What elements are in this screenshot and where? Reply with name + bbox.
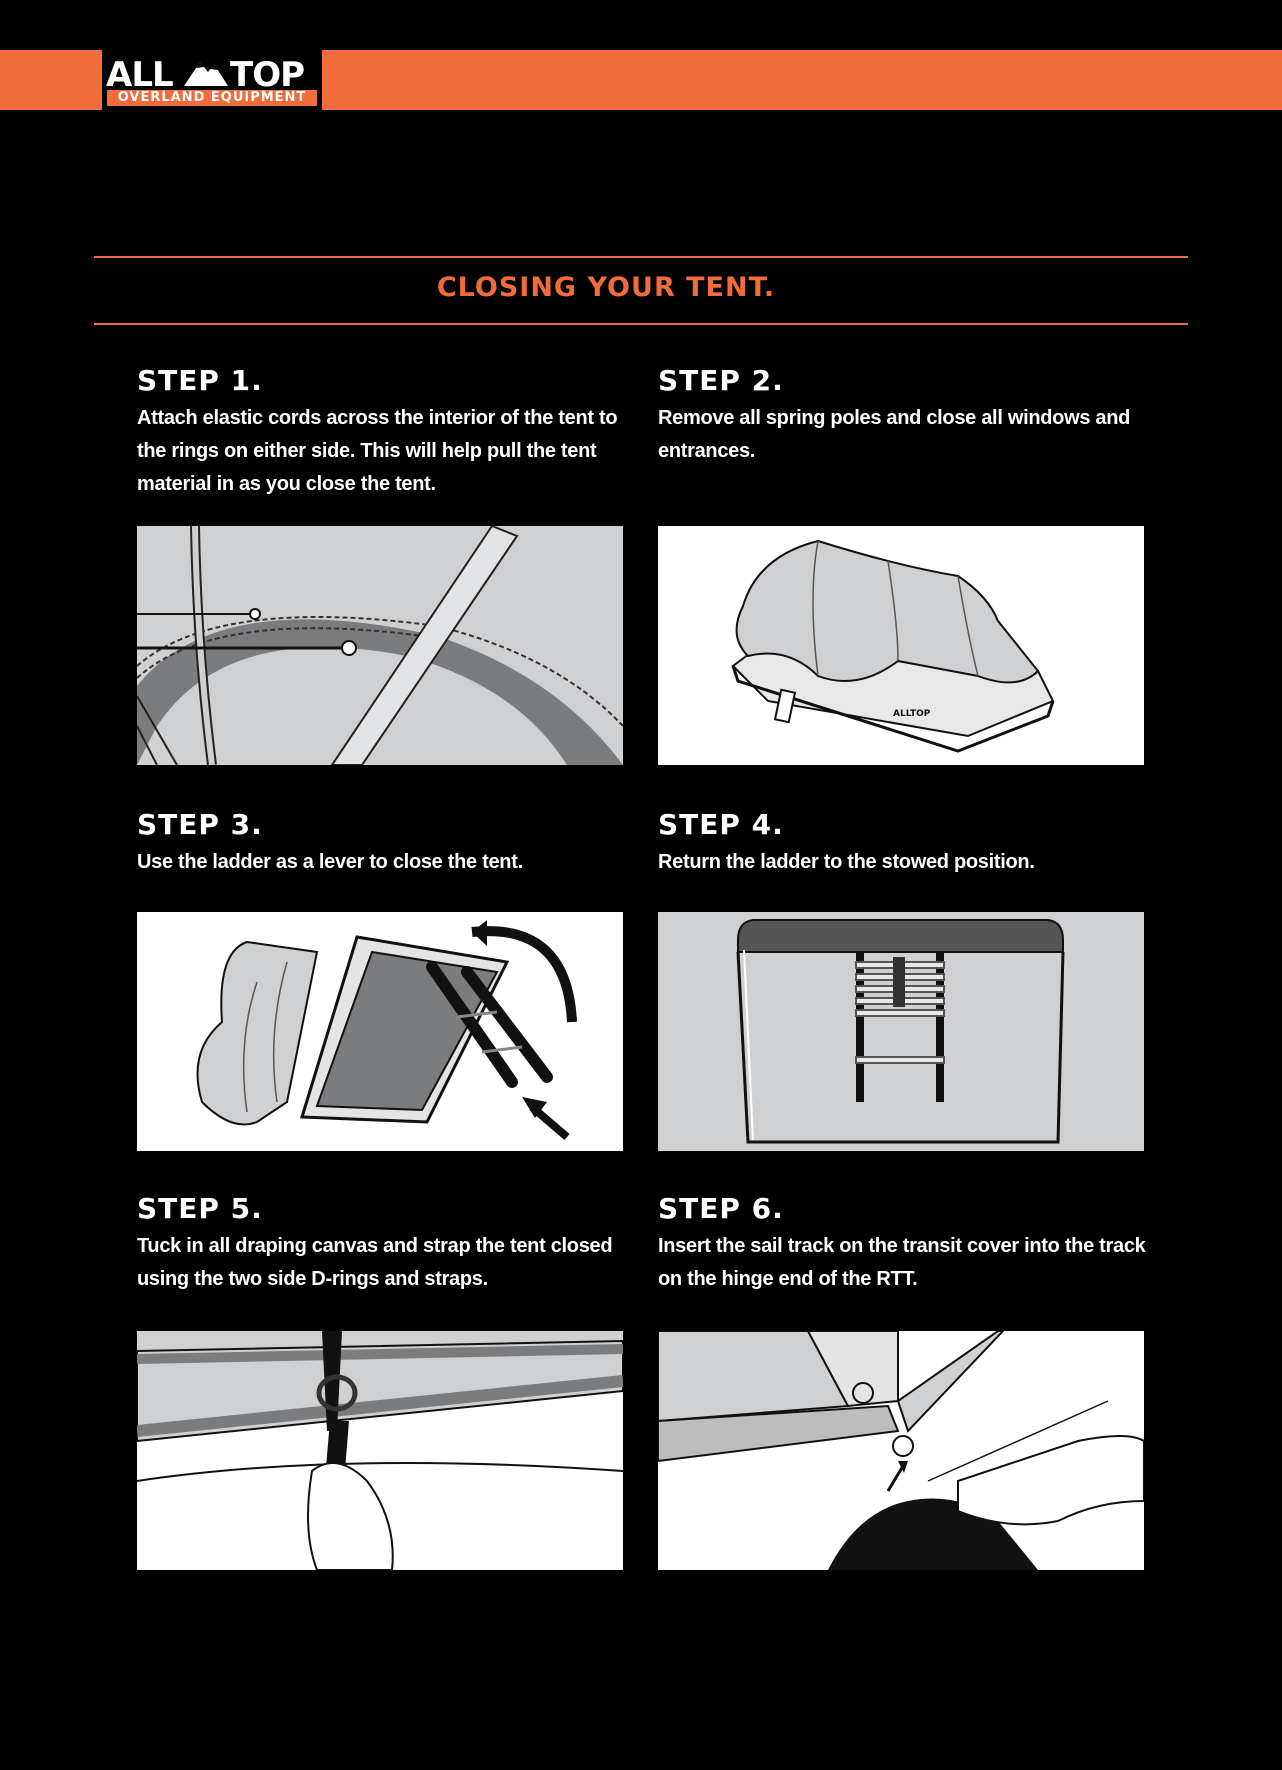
- step-2-text: Remove all spring poles and close all wi…: [658, 407, 1131, 462]
- step-4-illustration: [658, 912, 1144, 1151]
- title-rule-top: [94, 256, 1188, 258]
- step-1-illustration: [137, 526, 623, 765]
- title-rule-bottom: [94, 323, 1188, 325]
- step-3-text: Use the ladder as a lever to close the t…: [137, 851, 523, 873]
- step-6-illustration: [658, 1331, 1144, 1570]
- strap-d-ring-icon: [137, 1331, 623, 1570]
- step-2-heading: STEP 2.: [658, 364, 784, 397]
- page-title: CLOSING YOUR TENT.: [436, 272, 776, 303]
- step-5-illustration: [137, 1331, 623, 1570]
- brand-logo: ALL TOP OVERLAND EQUIPMENT: [102, 50, 322, 110]
- step-5-heading: STEP 5.: [137, 1192, 263, 1225]
- ladder-lever-icon: [137, 912, 623, 1151]
- step-4-heading: STEP 4.: [658, 808, 784, 841]
- step-2-illustration: ALLTOP: [658, 526, 1144, 765]
- step-2: STEP 2. Remove all spring poles and clos…: [658, 364, 1148, 468]
- step-3-illustration: [137, 912, 623, 1151]
- sail-track-icon: [658, 1331, 1144, 1570]
- tent-covered-icon: ALLTOP: [658, 526, 1144, 765]
- svg-text:ALL: ALL: [106, 55, 173, 92]
- step-1-text: Attach elastic cords across the interior…: [137, 407, 618, 495]
- ladder-stowed-icon: [658, 912, 1144, 1151]
- svg-text:TOP: TOP: [230, 55, 304, 92]
- step-6: STEP 6. Insert the sail track on the tra…: [658, 1192, 1148, 1296]
- step-3-heading: STEP 3.: [137, 808, 263, 841]
- step-5: STEP 5. Tuck in all draping canvas and s…: [137, 1192, 627, 1296]
- logo-tagline: OVERLAND EQUIPMENT: [107, 90, 317, 106]
- step-4: STEP 4. Return the ladder to the stowed …: [658, 808, 1148, 879]
- step-4-text: Return the ladder to the stowed position…: [658, 851, 1035, 873]
- elastic-cord-ring-icon: [137, 526, 623, 765]
- step-6-heading: STEP 6.: [658, 1192, 784, 1225]
- step-3: STEP 3. Use the ladder as a lever to clo…: [137, 808, 627, 879]
- svg-text:ALLTOP: ALLTOP: [893, 709, 931, 719]
- step-5-text: Tuck in all draping canvas and strap the…: [137, 1235, 613, 1290]
- step-1-heading: STEP 1.: [137, 364, 263, 397]
- step-1: STEP 1. Attach elastic cords across the …: [137, 364, 627, 501]
- logo-mark-icon: ALL TOP: [106, 55, 305, 92]
- step-6-text: Insert the sail track on the transit cov…: [658, 1235, 1146, 1290]
